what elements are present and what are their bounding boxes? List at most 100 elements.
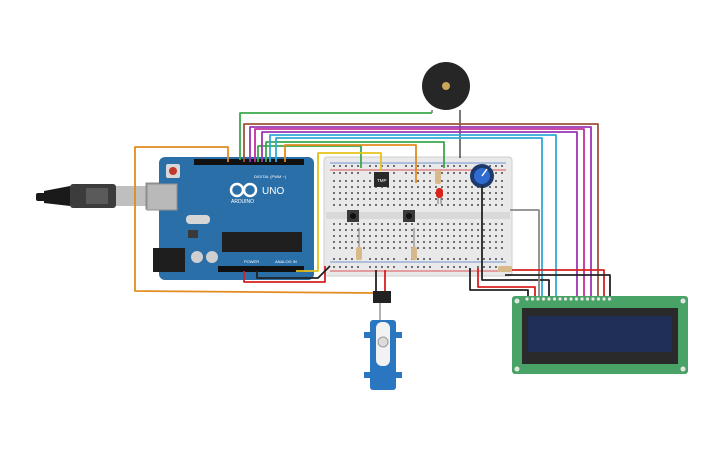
breadboard-hole — [399, 241, 401, 243]
breadboard-hole — [357, 198, 359, 200]
breadboard-hole — [393, 186, 395, 188]
wire-lcd-1 — [243, 123, 599, 298]
breadboard-hole — [447, 247, 449, 249]
analog-pins-label: ANALOG IN — [275, 259, 297, 264]
breadboard-hole — [495, 258, 497, 260]
breadboard-hole — [351, 186, 353, 188]
breadboard-hole — [447, 192, 449, 194]
breadboard-hole — [393, 241, 395, 243]
breadboard-hole — [435, 223, 437, 225]
breadboard-hole — [369, 241, 371, 243]
breadboard-hole — [429, 172, 431, 174]
breadboard-hole — [495, 186, 497, 188]
breadboard-hole — [369, 247, 371, 249]
breadboard-hole — [447, 186, 449, 188]
breadboard-hole — [489, 258, 491, 260]
breadboard-hole — [483, 241, 485, 243]
wire-green-sensor — [257, 145, 362, 168]
breadboard-hole — [459, 186, 461, 188]
breadboard-hole — [441, 235, 443, 237]
breadboard-hole — [351, 172, 353, 174]
breadboard-hole — [399, 186, 401, 188]
wire-5v-red — [243, 266, 326, 283]
breadboard-hole — [339, 223, 341, 225]
breadboard-hole — [345, 192, 347, 194]
breadboard-hole — [339, 241, 341, 243]
breadboard-hole — [447, 241, 449, 243]
breadboard-hole — [345, 204, 347, 206]
breadboard-hole — [453, 186, 455, 188]
breadboard-hole — [399, 204, 401, 206]
breadboard-hole — [429, 229, 431, 231]
breadboard-hole — [333, 186, 335, 188]
lcd-display — [512, 296, 688, 374]
breadboard-hole — [417, 223, 419, 225]
breadboard-hole — [405, 165, 407, 167]
breadboard-hole — [405, 172, 407, 174]
breadboard-hole — [429, 241, 431, 243]
wire-green-led — [265, 141, 445, 168]
arduino-brand-label: ARDUINO — [231, 199, 254, 205]
breadboard-hole — [387, 229, 389, 231]
breadboard-hole — [363, 241, 365, 243]
lcd-pin — [585, 297, 590, 301]
breadboard-hole — [459, 247, 461, 249]
breadboard-hole — [405, 258, 407, 260]
lcd-pin — [563, 297, 568, 301]
breadboard-hole — [435, 235, 437, 237]
breadboard-hole — [465, 192, 467, 194]
breadboard-hole — [363, 198, 365, 200]
breadboard-hole — [495, 247, 497, 249]
wire-orange-left — [134, 146, 374, 294]
breadboard-hole — [357, 180, 359, 182]
breadboard-hole — [495, 204, 497, 206]
breadboard-hole — [375, 229, 377, 231]
breadboard-hole — [417, 247, 419, 249]
breadboard-hole — [483, 204, 485, 206]
breadboard-hole — [423, 180, 425, 182]
breadboard-hole — [441, 223, 443, 225]
breadboard-hole — [417, 235, 419, 237]
breadboard-hole — [411, 192, 413, 194]
breadboard-hole — [501, 165, 503, 167]
arduino-model-label: UNO — [262, 186, 284, 197]
breadboard-hole — [387, 204, 389, 206]
breadboard-hole — [489, 165, 491, 167]
breadboard-hole — [345, 235, 347, 237]
lcd-pin — [596, 297, 601, 301]
breadboard-hole — [495, 229, 497, 231]
breadboard-hole — [345, 198, 347, 200]
breadboard-hole — [489, 235, 491, 237]
wire-lcd-contrast — [481, 186, 550, 298]
breadboard-hole — [393, 235, 395, 237]
breadboard-hole — [441, 229, 443, 231]
breadboard-hole — [357, 241, 359, 243]
wire-analog-yellow — [296, 156, 319, 272]
breadboard-hole — [411, 186, 413, 188]
breadboard-hole — [381, 204, 383, 206]
breadboard-hole — [429, 223, 431, 225]
breadboard-hole — [381, 266, 383, 268]
breadboard-hole — [339, 266, 341, 268]
breadboard-hole — [369, 266, 371, 268]
breadboard-hole — [345, 172, 347, 174]
breadboard-hole — [429, 235, 431, 237]
breadboard-hole — [351, 266, 353, 268]
breadboard-hole — [441, 241, 443, 243]
breadboard-hole — [369, 229, 371, 231]
breadboard-hole — [333, 192, 335, 194]
breadboard-hole — [501, 198, 503, 200]
breadboard-hole — [465, 180, 467, 182]
breadboard-hole — [417, 258, 419, 260]
breadboard-hole — [381, 258, 383, 260]
breadboard-hole — [477, 241, 479, 243]
breadboard-hole — [501, 180, 503, 182]
breadboard-hole — [405, 198, 407, 200]
breadboard-hole — [435, 247, 437, 249]
breadboard-hole — [459, 180, 461, 182]
breadboard-hole — [423, 241, 425, 243]
breadboard-hole — [381, 247, 383, 249]
breadboard-hole — [501, 172, 503, 174]
breadboard-hole — [351, 192, 353, 194]
breadboard-hole — [393, 192, 395, 194]
